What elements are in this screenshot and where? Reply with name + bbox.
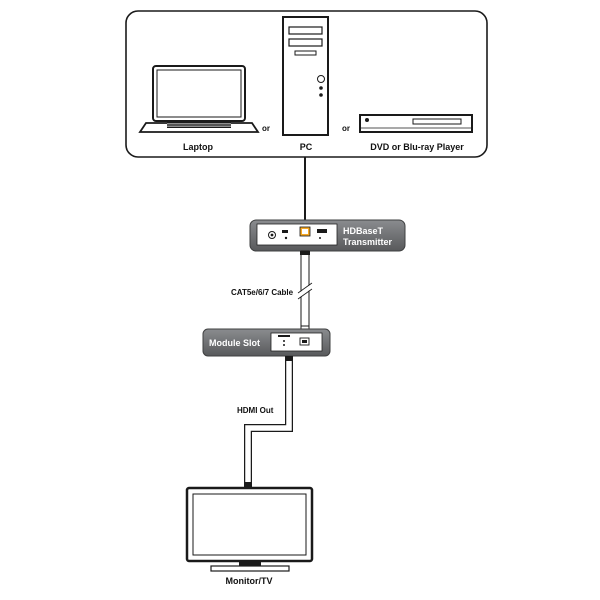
dvd-player-icon <box>359 114 473 133</box>
pc-label: PC <box>300 142 313 152</box>
cat-cable <box>296 250 314 339</box>
or-label-1: or <box>262 124 270 133</box>
cable-label: CAT5e/6/7 Cable <box>231 288 294 297</box>
or-label-2: or <box>342 124 350 133</box>
laptop-label: Laptop <box>183 142 213 152</box>
module-slot-label: Module Slot <box>209 338 260 348</box>
pc-tower-icon <box>282 16 329 136</box>
transmitter-label-line1: HDBaseT <box>343 226 384 236</box>
hdmi-cable <box>244 356 293 488</box>
laptop-icon <box>138 65 260 133</box>
hdmi-label: HDMI Out <box>237 406 274 415</box>
dvd-player-label: DVD or Blu-ray Player <box>370 142 464 152</box>
transmitter-label-line2: Transmitter <box>343 237 393 247</box>
hdbaset-transmitter: HDBaseT Transmitter <box>249 219 406 252</box>
monitor-tv-label: Monitor/TV <box>226 576 273 586</box>
monitor-tv-icon <box>185 486 314 572</box>
module-slot: Module Slot <box>202 328 331 357</box>
